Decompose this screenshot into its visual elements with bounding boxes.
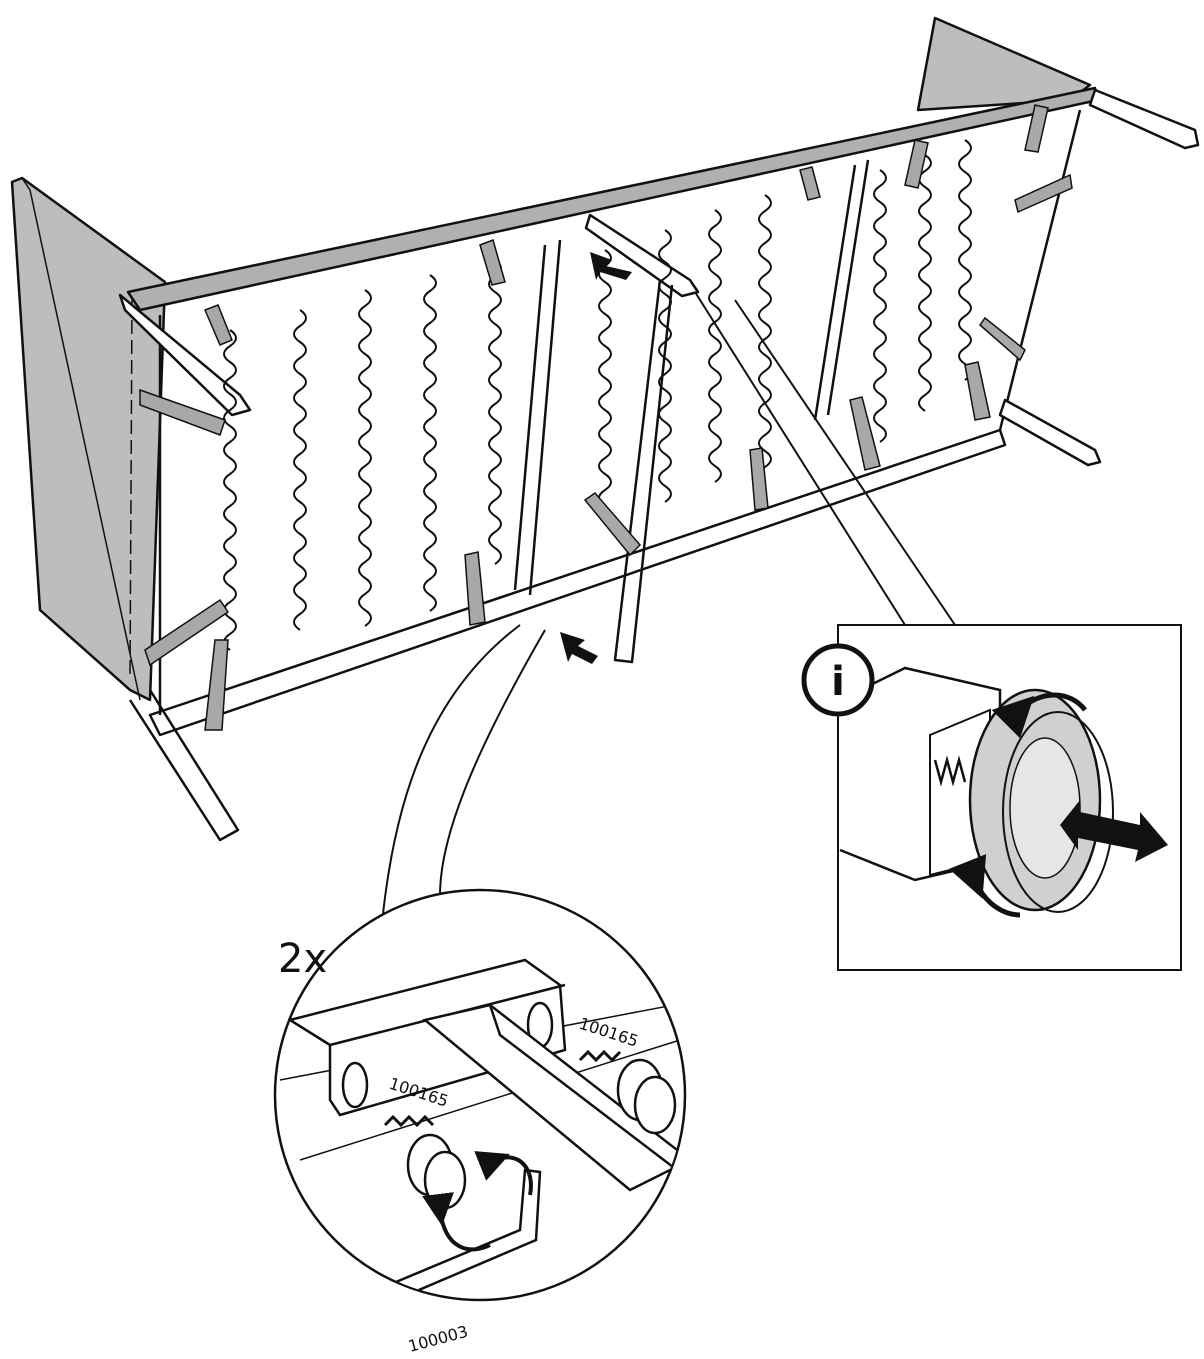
zigzag-spring: [708, 209, 722, 483]
callout-lines: [379, 291, 956, 946]
sofa-frame: [10, 16, 1200, 842]
zigzag-spring: [358, 289, 372, 627]
zigzag-springs: [223, 139, 972, 651]
bottom-rail: [148, 428, 1007, 737]
zigzag-spring: [488, 259, 502, 565]
part-label-allen-key: 100003: [406, 1322, 470, 1356]
zigzag-spring: [423, 274, 437, 612]
rotate-arrow-icon: [991, 692, 1087, 739]
seat-straps: [139, 104, 1073, 731]
rotate-arrow-icon: [422, 1192, 491, 1252]
zigzag-spring: [758, 194, 772, 484]
zigzag-spring: [918, 154, 932, 412]
zigzag-spring: [293, 309, 307, 631]
leg-tube: [422, 1003, 684, 1192]
zigzag-spring: [958, 139, 972, 381]
double-arrow-icon: [1060, 800, 1168, 862]
bolt-right: [578, 1049, 677, 1135]
zigzag-spring: [223, 329, 237, 651]
leg-front-right: [998, 398, 1102, 467]
zigzag-spring: [658, 229, 672, 503]
insert-arrow-icon: [560, 252, 632, 664]
info-symbol: i: [831, 659, 845, 705]
zigzag-spring: [873, 169, 887, 443]
zigzag-spring: [598, 249, 612, 507]
leg-back-left: [118, 293, 252, 417]
info-circle-icon: i: [801, 643, 875, 717]
info-detail-panel: i: [801, 624, 1182, 971]
leg-center-top: [584, 213, 700, 298]
rotate-arrow-icon: [474, 1151, 533, 1196]
leg-back-right: [1088, 88, 1200, 150]
leg-front-left: [128, 689, 240, 842]
quantity-label: 2x: [278, 936, 327, 982]
bolt-detail-callout: 2x 100165 100165 100003: [273, 888, 687, 1356]
rotate-arrow-icon: [948, 853, 1021, 918]
top-rail: [126, 86, 1100, 312]
leg-center-bottom: [613, 279, 674, 664]
left-armrest-panel: [10, 176, 167, 702]
